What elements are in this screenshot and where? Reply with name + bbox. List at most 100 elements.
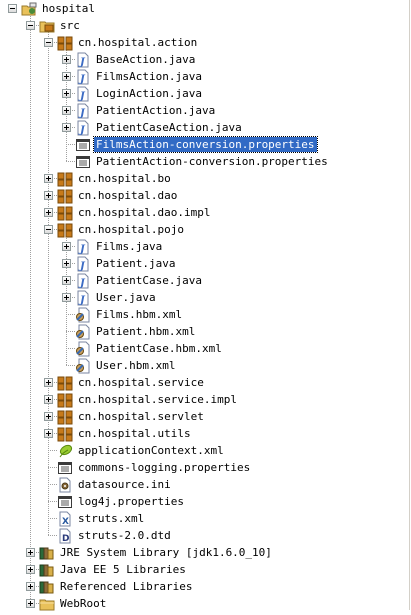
tree-row[interactable]: cn.hospital.service.impl bbox=[0, 391, 411, 408]
tree-item-label[interactable]: PatientAction-conversion.properties bbox=[96, 155, 328, 168]
tree-guide-line bbox=[66, 46, 67, 161]
tree-item-label[interactable]: Java EE 5 Libraries bbox=[60, 563, 186, 576]
tree-item-label[interactable]: cn.hospital.service bbox=[78, 376, 204, 389]
tree-item-label[interactable]: FilmsAction.java bbox=[96, 70, 202, 83]
expand-toggle-icon[interactable] bbox=[44, 174, 53, 183]
tree-row[interactable]: cn.hospital.servlet bbox=[0, 408, 411, 425]
tree-row[interactable]: Referenced Libraries bbox=[0, 578, 411, 595]
tree-item-label[interactable]: Patient.hbm.xml bbox=[96, 325, 196, 338]
package-icon bbox=[57, 205, 73, 221]
tree-item-label[interactable]: applicationContext.xml bbox=[78, 444, 224, 457]
expand-toggle-icon[interactable] bbox=[44, 378, 53, 387]
tree-item-label[interactable]: Patient.java bbox=[96, 257, 176, 270]
tree-item-label[interactable]: src bbox=[60, 19, 80, 32]
tree-row[interactable]: cn.hospital.bo bbox=[0, 170, 411, 187]
tree-item-label[interactable]: struts-2.0.dtd bbox=[78, 529, 171, 542]
tree-row[interactable]: Films.hbm.xml bbox=[0, 306, 411, 323]
expand-toggle-icon[interactable] bbox=[62, 55, 71, 64]
tree-row[interactable]: cn.hospital.dao bbox=[0, 187, 411, 204]
tree-row[interactable]: log4j.properties bbox=[0, 493, 411, 510]
tree-item-label[interactable]: JRE System Library [jdk1.6.0_10] bbox=[60, 546, 272, 559]
expand-toggle-icon[interactable] bbox=[62, 259, 71, 268]
tree-row[interactable]: J Patient.java bbox=[0, 255, 411, 272]
tree-item-label[interactable]: WebRoot bbox=[60, 597, 107, 610]
tree-row[interactable]: cn.hospital.service bbox=[0, 374, 411, 391]
tree-item-label[interactable]: BaseAction.java bbox=[96, 53, 196, 66]
expand-toggle-icon[interactable] bbox=[62, 89, 71, 98]
tree-item-label[interactable]: cn.hospital.service.impl bbox=[78, 393, 237, 406]
expand-toggle-icon[interactable] bbox=[62, 276, 71, 285]
expand-toggle-icon[interactable] bbox=[62, 242, 71, 251]
tree-item-label[interactable]: Films.java bbox=[96, 240, 163, 253]
expand-toggle-icon[interactable] bbox=[44, 412, 53, 421]
tree-item-label[interactable]: cn.hospital.action bbox=[78, 36, 198, 49]
tree-item-label[interactable]: cn.hospital.servlet bbox=[78, 410, 204, 423]
tree-row[interactable]: hospital bbox=[0, 0, 411, 17]
collapse-toggle-icon[interactable] bbox=[8, 4, 17, 13]
expand-toggle-icon[interactable] bbox=[44, 208, 53, 217]
tree-item-label[interactable]: datasource.ini bbox=[78, 478, 171, 491]
tree-item-label[interactable]: User.hbm.xml bbox=[96, 359, 176, 372]
tree-row[interactable]: datasource.ini bbox=[0, 476, 411, 493]
tree-item-label[interactable]: PatientCase.hbm.xml bbox=[96, 342, 222, 355]
tree-item-label[interactable]: cn.hospital.utils bbox=[78, 427, 191, 440]
expand-toggle-icon[interactable] bbox=[62, 123, 71, 132]
tree-item-label[interactable]: FilmsAction-conversion.properties bbox=[93, 136, 318, 153]
tree-row[interactable]: cn.hospital.action bbox=[0, 34, 411, 51]
svg-text:J: J bbox=[78, 261, 86, 272]
tree-item-label[interactable]: commons-logging.properties bbox=[78, 461, 251, 474]
tree-item-label[interactable]: Referenced Libraries bbox=[60, 580, 193, 593]
tree-row[interactable]: src bbox=[0, 17, 411, 34]
tree-row[interactable]: PatientAction-conversion.properties bbox=[0, 153, 411, 170]
tree-item-label[interactable]: PatientAction.java bbox=[96, 104, 216, 117]
expand-toggle-icon[interactable] bbox=[44, 395, 53, 404]
package-icon bbox=[57, 426, 73, 442]
tree-row[interactable]: Patient.hbm.xml bbox=[0, 323, 411, 340]
collapse-toggle-icon[interactable] bbox=[44, 38, 53, 47]
expand-toggle-icon[interactable] bbox=[62, 106, 71, 115]
tree-row[interactable]: PatientCase.hbm.xml bbox=[0, 340, 411, 357]
tree-item-label[interactable]: cn.hospital.pojo bbox=[78, 223, 184, 236]
tree-item-label[interactable]: PatientCaseAction.java bbox=[96, 121, 242, 134]
tree-item-label[interactable]: User.java bbox=[96, 291, 156, 304]
collapse-toggle-icon[interactable] bbox=[26, 21, 35, 30]
expand-toggle-icon[interactable] bbox=[26, 582, 35, 591]
expand-toggle-icon[interactable] bbox=[26, 599, 35, 608]
expand-toggle-icon[interactable] bbox=[44, 191, 53, 200]
tree-item-label[interactable]: cn.hospital.dao.impl bbox=[78, 206, 211, 219]
tree-row[interactable]: commons-logging.properties bbox=[0, 459, 411, 476]
tree-item-label[interactable]: cn.hospital.dao bbox=[78, 189, 178, 202]
expand-toggle-icon[interactable] bbox=[62, 293, 71, 302]
tree-item-label[interactable]: Films.hbm.xml bbox=[96, 308, 183, 321]
tree-row[interactable]: User.hbm.xml bbox=[0, 357, 411, 374]
tree-row[interactable]: cn.hospital.pojo bbox=[0, 221, 411, 238]
tree-item-label[interactable]: cn.hospital.bo bbox=[78, 172, 171, 185]
expand-toggle-icon[interactable] bbox=[44, 429, 53, 438]
tree-item-label[interactable]: log4j.properties bbox=[78, 495, 184, 508]
tree-row[interactable]: FilmsAction-conversion.properties bbox=[0, 136, 411, 153]
tree-row[interactable]: JRE System Library [jdk1.6.0_10] bbox=[0, 544, 411, 561]
tree-row[interactable]: cn.hospital.dao.impl bbox=[0, 204, 411, 221]
expand-toggle-icon[interactable] bbox=[26, 548, 35, 557]
collapse-toggle-icon[interactable] bbox=[44, 225, 53, 234]
tree-item-label[interactable]: hospital bbox=[42, 2, 95, 15]
tree-item-label[interactable]: PatientCase.java bbox=[96, 274, 202, 287]
expand-toggle-icon[interactable] bbox=[62, 72, 71, 81]
tree-row[interactable]: cn.hospital.utils bbox=[0, 425, 411, 442]
expand-toggle-icon[interactable] bbox=[26, 565, 35, 574]
tree-item-label[interactable]: LoginAction.java bbox=[96, 87, 202, 100]
tree-item-label[interactable]: struts.xml bbox=[78, 512, 145, 525]
tree-row[interactable]: Java EE 5 Libraries bbox=[0, 561, 411, 578]
tree-row[interactable]: WebRoot bbox=[0, 595, 411, 612]
tree-row[interactable]: applicationContext.xml bbox=[0, 442, 411, 459]
